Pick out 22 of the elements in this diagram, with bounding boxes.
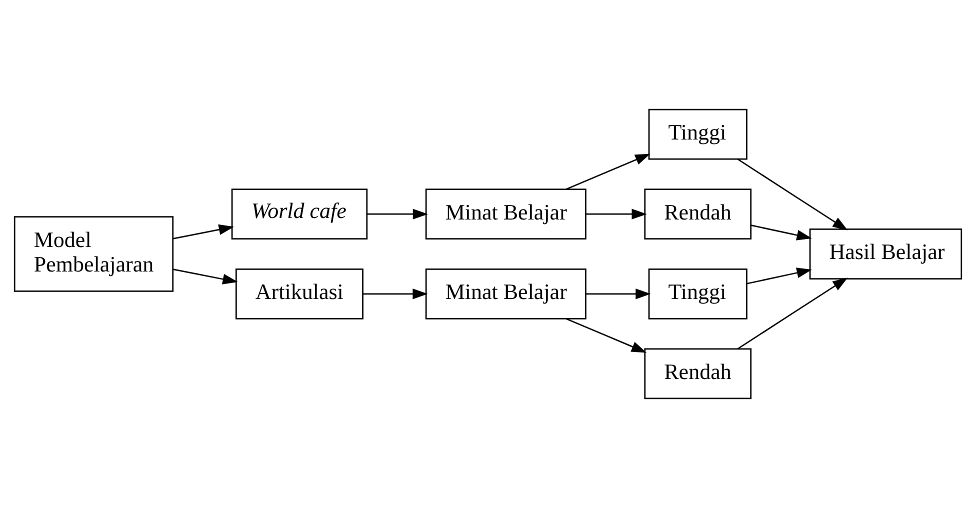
arrow: [172, 268, 238, 284]
node-box: Hasil Belajar: [809, 228, 962, 280]
arrow: [746, 268, 812, 284]
node-box: Rendah: [644, 348, 752, 400]
arrow: [737, 278, 848, 350]
node-box: Minat Belajar: [425, 268, 586, 320]
node-box: Minat Belajar: [425, 188, 586, 240]
arrow: [363, 288, 428, 300]
node-box: Model Pembelajaran: [14, 216, 174, 292]
node-box: Rendah: [644, 188, 752, 240]
arrow: [751, 224, 812, 240]
node-box: World cafe: [231, 188, 368, 240]
node-box: Tinggi: [648, 268, 748, 320]
arrow: [566, 154, 650, 190]
arrow: [586, 208, 647, 220]
node-box: Artikulasi: [235, 268, 364, 320]
node-box: Tinggi: [648, 108, 748, 160]
arrow: [172, 224, 234, 240]
arrow: [366, 208, 428, 220]
arrow: [737, 158, 848, 230]
arrow: [566, 318, 647, 353]
arrow: [586, 288, 651, 300]
